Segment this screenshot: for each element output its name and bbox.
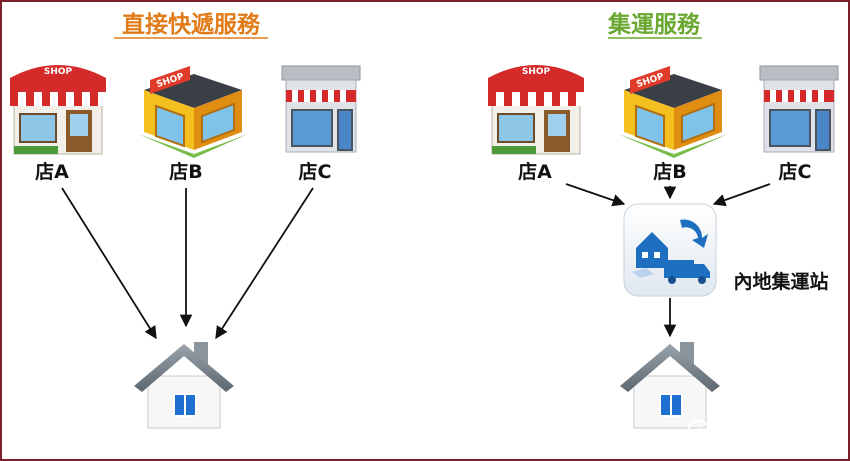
left-arrow-a [61, 187, 157, 340]
left-store-c-label: 店C [299, 160, 332, 183]
house-icon [133, 341, 235, 429]
watermark-text: 悟空问答 [714, 423, 782, 443]
hub-label: 內地集運站 [733, 270, 828, 293]
left-title: 直接快遞服務 [122, 11, 261, 38]
shop-yellow-icon: SHOP [617, 65, 729, 159]
right-arrow-c [712, 183, 771, 207]
shop-grey-icon [281, 65, 361, 153]
shop-red-awning-icon: SHOP [9, 64, 107, 155]
shop-red-awning-icon: SHOP [487, 64, 585, 155]
right-store-b-label: 店B [653, 160, 686, 183]
house-icon [619, 341, 721, 429]
watermark: 悟空问答 [687, 420, 782, 444]
left-arrow-c [215, 187, 314, 340]
shop-yellow-icon: SHOP [137, 65, 249, 159]
watermark-logo-icon [687, 420, 711, 444]
shop-grey-icon [759, 65, 839, 153]
left-store-b-label: 店B [169, 160, 202, 183]
right-store-c-label: 店C [779, 160, 812, 183]
right-store-a-label: 店A [518, 160, 552, 183]
right-title: 集運服務 [607, 11, 701, 38]
shop-sign-text: SHOP [522, 67, 551, 77]
hub-truck-icon [623, 203, 717, 297]
left-store-a-label: 店A [35, 160, 69, 183]
right-arrow-a [565, 183, 626, 207]
shop-sign-text: SHOP [44, 67, 73, 77]
